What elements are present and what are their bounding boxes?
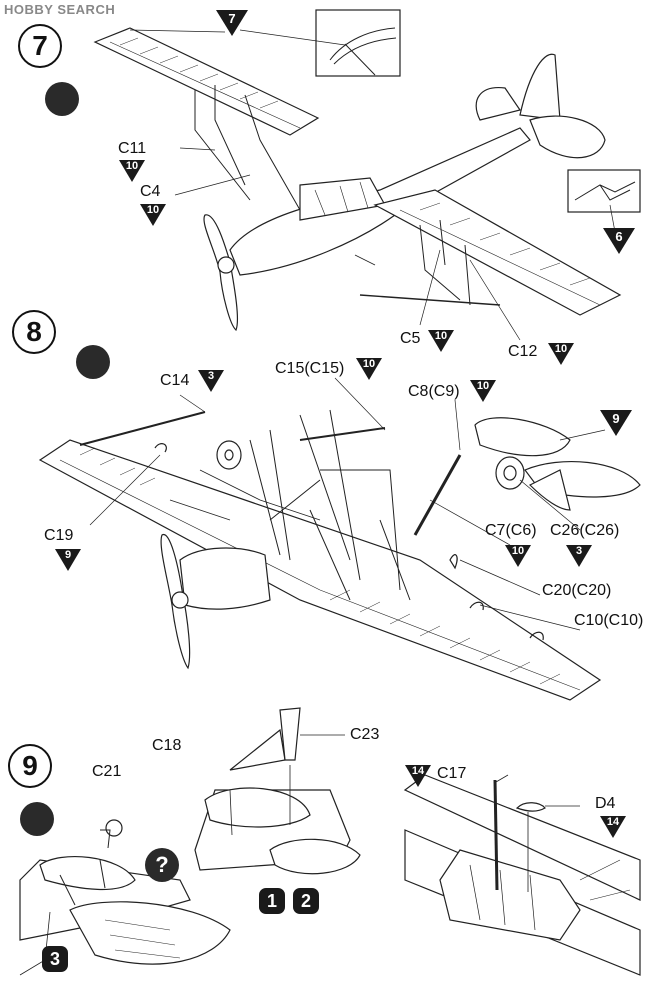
part-label: C5 [400,330,421,347]
part-label: C4 [140,183,161,200]
marker-triangle: 10 [548,343,574,365]
part-label: C15(C15) [275,360,345,377]
marker-triangle: 10 [140,204,166,226]
glue-icon [45,82,79,116]
question-icon: ? [145,848,179,882]
marker-triangle: 14 [600,816,626,838]
marker-triangle: 3 [566,545,592,567]
part-label: C18 [152,737,182,754]
glue-icon [20,802,54,836]
step-number-7: 7 [18,24,62,68]
marker-triangle: 10 [470,380,496,402]
marker-triangle: 10 [428,330,454,352]
marker-triangle: 10 [356,358,382,380]
marker-triangle: 3 [198,370,224,392]
step8-aircraft [38,377,641,701]
marker-triangle: 7 [216,10,248,36]
part-label: D4 [595,795,616,812]
step-number-8: 8 [12,310,56,354]
part-label: C23 [350,726,380,743]
step-number-9: 9 [8,744,52,788]
marker-triangle: 10 [505,545,531,567]
part-label: C20(C20) [542,582,612,599]
part-label: C7(C6) [485,522,537,539]
marker-triangle: 6 [603,228,635,254]
glue-icon [76,345,110,379]
watermark-logo: HOBBY SEARCH [4,2,116,17]
part-label: C8(C9) [408,383,460,400]
marker-triangle: 9 [55,549,81,571]
marker-triangle: 9 [600,410,632,436]
option-badge: 3 [42,946,68,972]
step9-right-assembly [403,774,641,976]
marker-triangle: 14 [405,765,431,787]
step7-aircraft [93,27,622,331]
part-label: C26(C26) [550,522,620,539]
part-label: C11 [118,140,147,157]
part-label: C17 [437,765,467,782]
part-label: C19 [44,527,74,544]
marker-triangle: 10 [119,160,145,182]
option-badge: 1 [259,888,285,914]
option-badge: 2 [293,888,319,914]
part-label: C14 [160,372,190,389]
part-label: C10(C10) [574,612,644,629]
step9-middle-assembly [194,707,361,875]
step9-left-assembly [19,819,231,976]
part-label: C12 [508,343,538,360]
part-label: C21 [92,763,122,780]
